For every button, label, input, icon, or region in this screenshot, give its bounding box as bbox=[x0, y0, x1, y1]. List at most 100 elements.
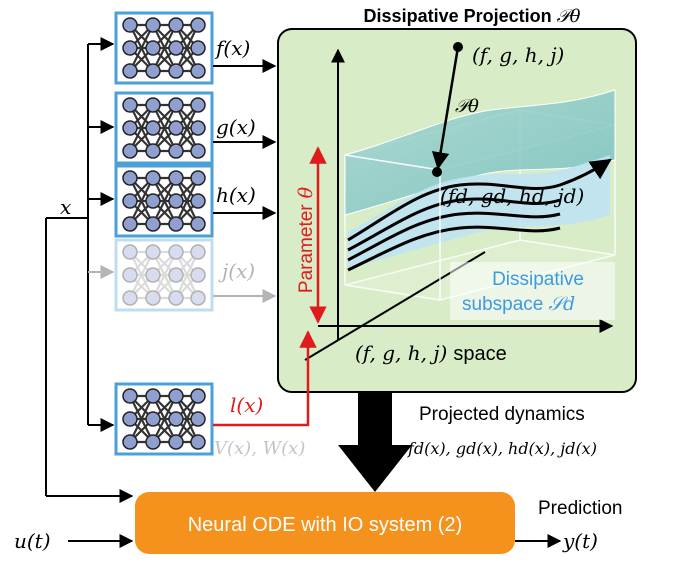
output-label-j: j(x) bbox=[218, 259, 255, 283]
prediction-label: Prediction bbox=[538, 498, 623, 519]
network-edge bbox=[152, 251, 177, 276]
network-node bbox=[190, 267, 206, 283]
network-node bbox=[122, 267, 138, 283]
network-node bbox=[145, 97, 161, 113]
network-node bbox=[145, 290, 161, 306]
network-node bbox=[168, 216, 184, 232]
network-node bbox=[190, 63, 206, 79]
network-edge bbox=[175, 395, 199, 443]
network-node bbox=[145, 411, 161, 427]
network-j bbox=[114, 238, 214, 312]
network-node bbox=[122, 17, 138, 33]
network-node bbox=[122, 40, 138, 56]
projected-dynamics-arrow bbox=[338, 393, 412, 492]
input-x-label: x bbox=[60, 195, 71, 219]
output-y-label: y(t) bbox=[562, 529, 598, 553]
network-node bbox=[145, 120, 161, 136]
network-edge bbox=[129, 177, 154, 225]
network-f bbox=[114, 11, 214, 85]
network-edge bbox=[152, 24, 177, 72]
network-edge bbox=[175, 24, 199, 72]
network-node bbox=[145, 143, 161, 159]
subspace-label-bg bbox=[450, 262, 615, 320]
network-node bbox=[145, 193, 161, 209]
projection-arrow bbox=[431, 46, 460, 170]
network-node bbox=[122, 388, 138, 404]
network-node bbox=[168, 120, 184, 136]
input-u-label: u(t) bbox=[14, 529, 51, 553]
network-node bbox=[122, 170, 138, 186]
space-label: (f, g, h, j)space bbox=[355, 341, 507, 365]
network-node bbox=[168, 411, 184, 427]
network-node bbox=[190, 290, 206, 306]
output-label-h: h(x) bbox=[216, 183, 256, 207]
network-node bbox=[168, 97, 184, 113]
network-node bbox=[168, 170, 184, 186]
network-edge bbox=[129, 251, 154, 299]
neural-ode-box bbox=[135, 492, 515, 554]
projected-label: (fd, gd, hd, jd) bbox=[440, 184, 584, 208]
network-node bbox=[168, 143, 184, 159]
network-edge bbox=[152, 104, 177, 152]
network-edge bbox=[175, 251, 199, 276]
output-label-l: l(x) bbox=[230, 393, 263, 417]
projected-dynamics-title: Projected dynamics bbox=[419, 404, 585, 425]
network-node bbox=[145, 267, 161, 283]
network-node bbox=[190, 40, 206, 56]
network-node bbox=[168, 193, 184, 209]
output-label-f: f(x) bbox=[214, 36, 250, 60]
network-node bbox=[122, 143, 138, 159]
network-edge bbox=[152, 251, 177, 299]
network-edge bbox=[129, 104, 154, 152]
network-edge bbox=[129, 24, 154, 72]
network-node bbox=[190, 244, 206, 260]
network-edge bbox=[175, 274, 199, 299]
network-edge bbox=[175, 104, 199, 152]
network-node bbox=[122, 434, 138, 450]
subspace-label-line1: Dissipative bbox=[492, 269, 584, 290]
network-node bbox=[122, 411, 138, 427]
l-to-parameter-arrow bbox=[213, 330, 317, 427]
network-node bbox=[168, 244, 184, 260]
network-node bbox=[190, 143, 206, 159]
network-edge bbox=[129, 395, 154, 443]
network-node bbox=[145, 388, 161, 404]
network-node bbox=[122, 216, 138, 232]
network-node bbox=[190, 388, 206, 404]
network-edge bbox=[129, 274, 154, 299]
network-node bbox=[145, 17, 161, 33]
box-front bbox=[344, 154, 441, 300]
network-node bbox=[168, 290, 184, 306]
network-node bbox=[168, 17, 184, 33]
network-node bbox=[190, 17, 206, 33]
network-node bbox=[168, 267, 184, 283]
network-node bbox=[145, 170, 161, 186]
operator-label: 𝒫θ bbox=[455, 96, 479, 117]
network-g bbox=[114, 91, 214, 165]
storage-supply-label: V(x), W(x) bbox=[214, 438, 305, 459]
network-node bbox=[190, 170, 206, 186]
network-node bbox=[190, 434, 206, 450]
network-node bbox=[122, 63, 138, 79]
parameterized-curves bbox=[347, 158, 612, 272]
network-edge bbox=[175, 177, 199, 225]
network-node bbox=[168, 434, 184, 450]
neural-networks bbox=[114, 11, 214, 456]
network-h bbox=[114, 164, 214, 238]
network-edge bbox=[175, 251, 199, 299]
network-edge bbox=[175, 274, 199, 299]
network-node bbox=[168, 40, 184, 56]
network-edge bbox=[152, 274, 177, 299]
network-edge bbox=[129, 274, 154, 299]
output-label-g: g(x) bbox=[216, 115, 256, 139]
network-node bbox=[145, 40, 161, 56]
network-edge bbox=[175, 251, 199, 299]
network-frame bbox=[114, 238, 214, 312]
network-l bbox=[114, 382, 214, 456]
network-edge bbox=[129, 251, 154, 276]
network-node bbox=[168, 388, 184, 404]
network-edge bbox=[152, 274, 177, 299]
projected-point bbox=[432, 167, 442, 177]
